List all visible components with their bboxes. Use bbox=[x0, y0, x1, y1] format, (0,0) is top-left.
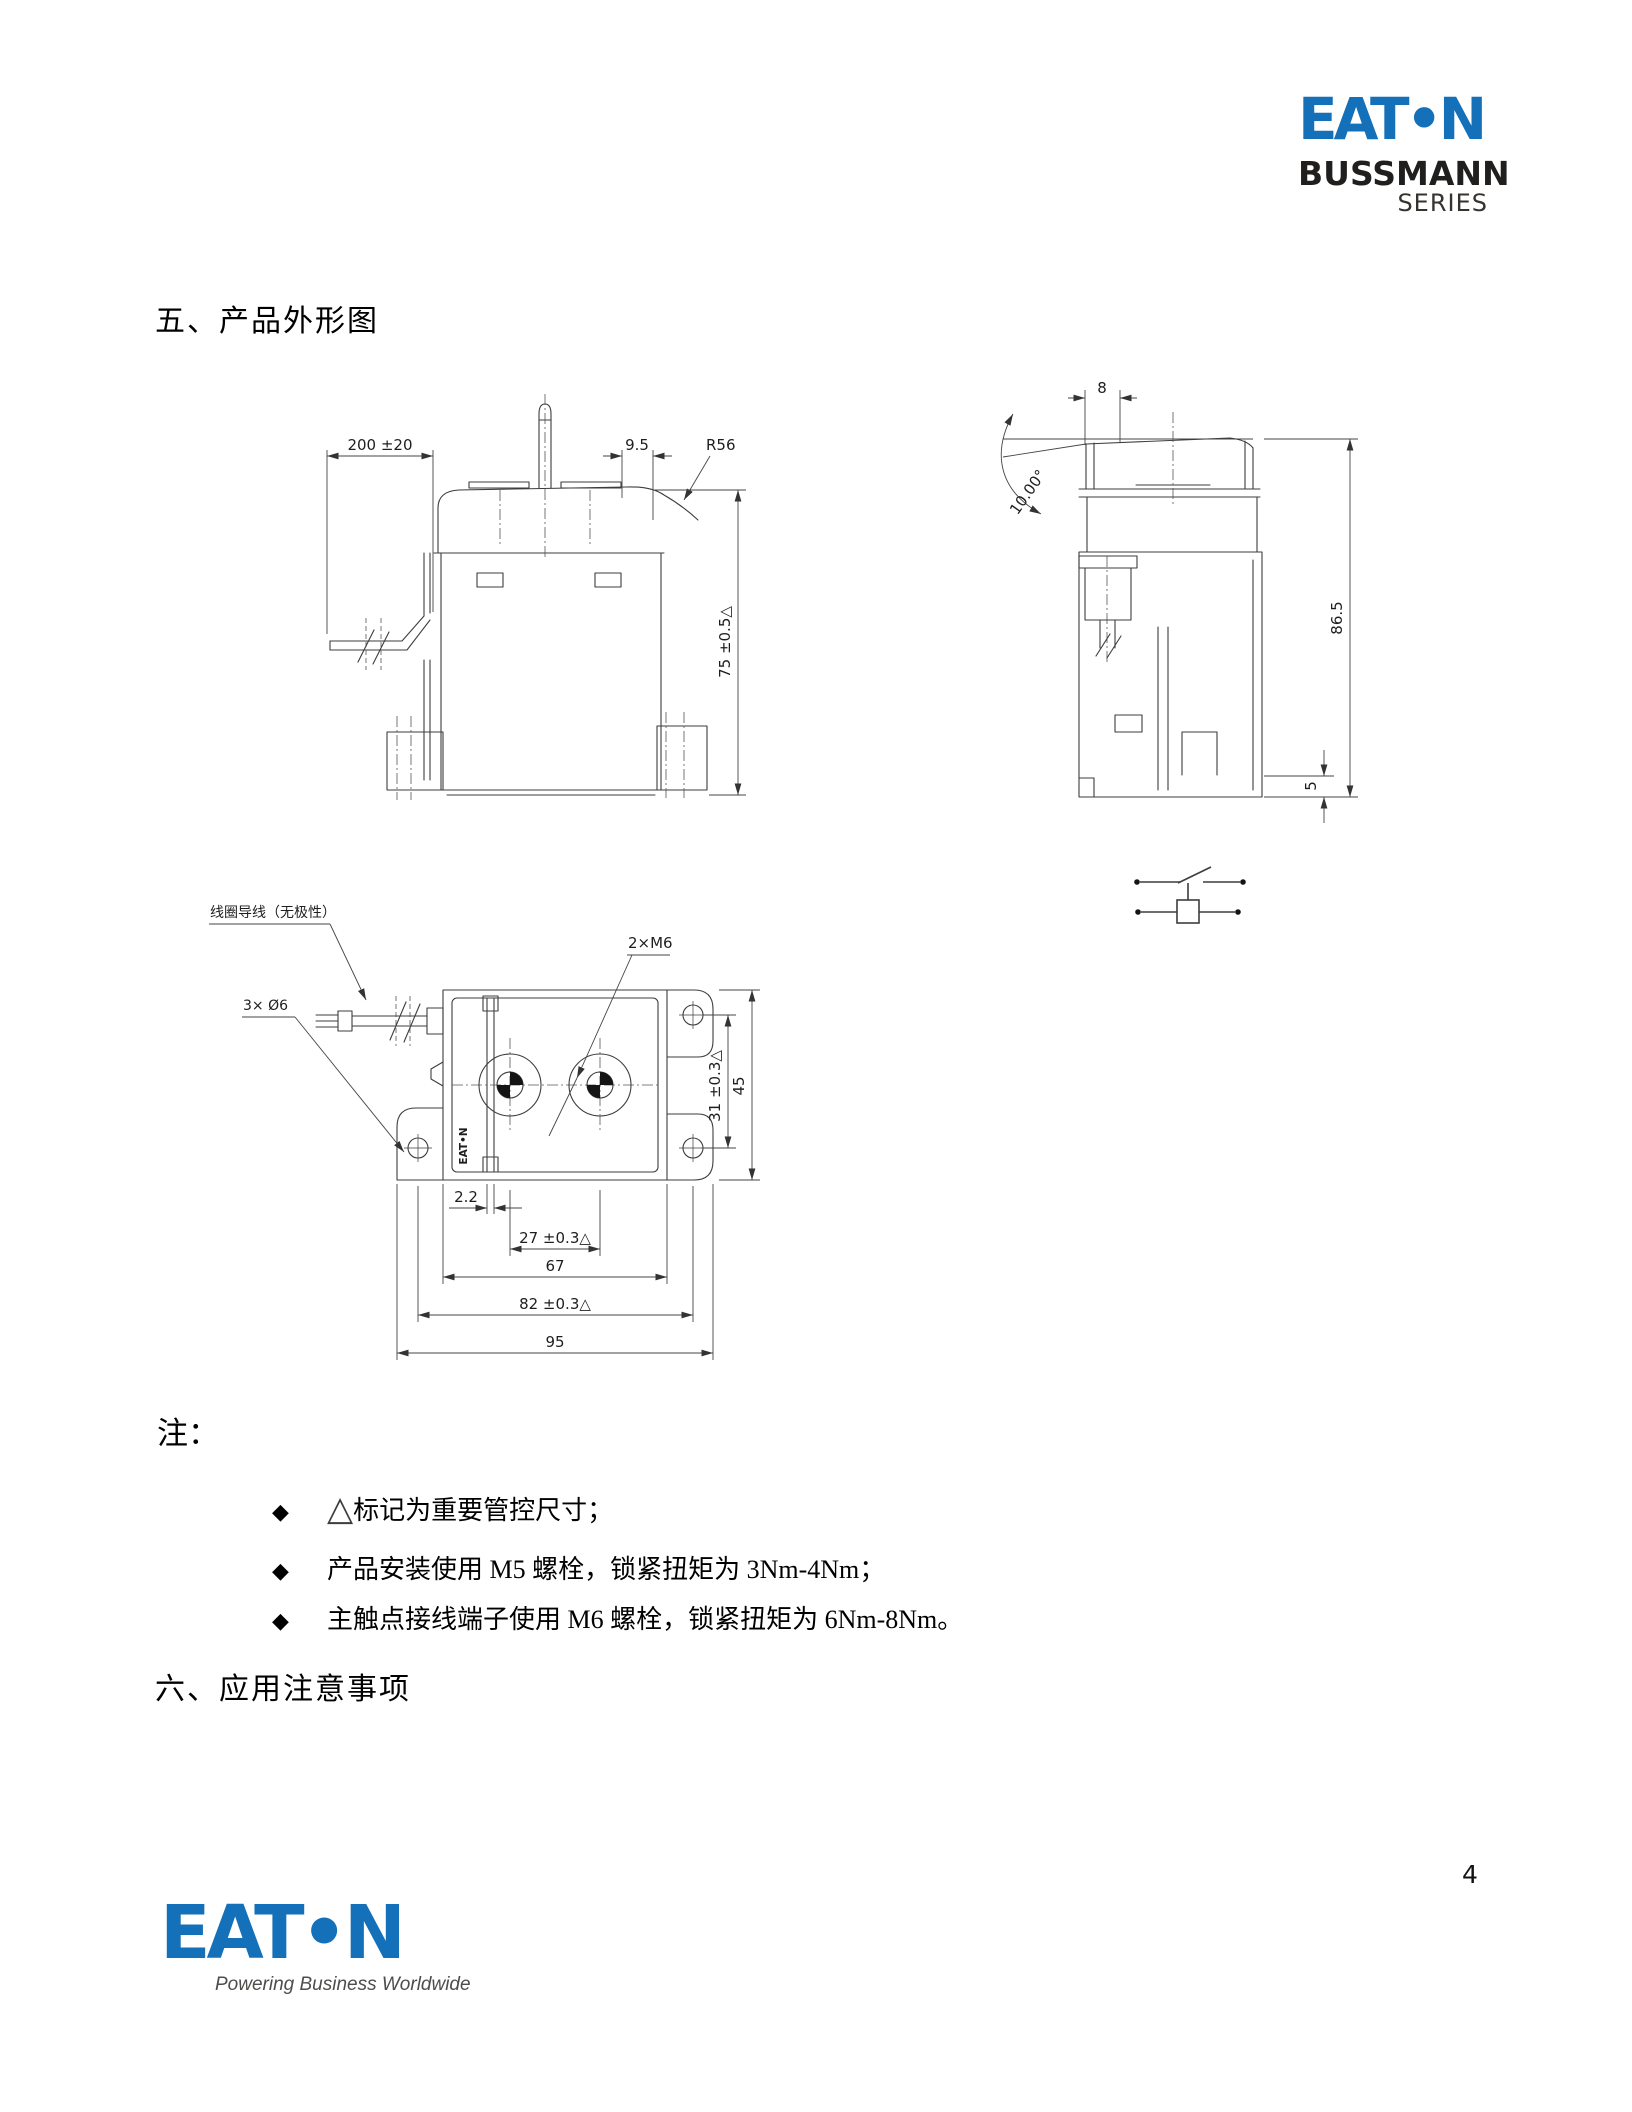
diamond-bullet-icon: ◆ bbox=[272, 1500, 289, 1525]
label-terminals: 2×M6 bbox=[628, 934, 673, 952]
section-5-title: 五、产品外形图 bbox=[155, 305, 379, 338]
dim-base-height: 5 bbox=[1302, 781, 1320, 791]
triangle-mark-icon: △ bbox=[327, 1489, 354, 1529]
eaton-tagline: Powering Business Worldwide bbox=[215, 1974, 471, 1995]
eaton-logo: EAT•N bbox=[1298, 85, 1487, 153]
dim-overall-width: 95 bbox=[545, 1333, 564, 1351]
note-item-1: ◆ △ 标记为重要管控尺寸； bbox=[272, 1490, 613, 1527]
note-text: 标记为重要管控尺寸； bbox=[353, 1496, 614, 1525]
dim-top-gap: 9.5 bbox=[625, 436, 649, 454]
dim-body-width: 67 bbox=[545, 1257, 564, 1275]
dim-lead-length: 200 ±20 bbox=[347, 436, 412, 454]
eaton-logo: EAT•N bbox=[160, 1890, 406, 1976]
series-wordmark: SERIES bbox=[1397, 189, 1488, 217]
note-item-2: ◆ 产品安装使用 M5 螺栓，锁紧扭矩为 3Nm-4Nm； bbox=[272, 1549, 885, 1586]
dim-side-top-width: 8 bbox=[1097, 379, 1107, 397]
note-text: 主触点接线端子使用 M6 螺栓，锁紧扭矩为 6Nm-8Nm。 bbox=[327, 1605, 964, 1634]
dim-side-height: 86.5 bbox=[1328, 601, 1346, 634]
note-text: 产品安装使用 M5 螺栓，锁紧扭矩为 3Nm-4Nm； bbox=[327, 1555, 886, 1584]
dim-radius: R56 bbox=[706, 436, 736, 454]
side-view: 8 10.00° 86.5 5 bbox=[1000, 379, 1358, 823]
bussmann-wordmark: BUSSMANN bbox=[1298, 154, 1510, 193]
front-view: 200 ±20 9.5 R56 75 ±0.5△ bbox=[326, 394, 746, 800]
notes-label: 注： bbox=[157, 1416, 219, 1451]
dim-angle: 10.00° bbox=[1006, 466, 1050, 518]
molded-brand-mark: EAT•N bbox=[458, 1127, 470, 1164]
page-number: 4 bbox=[1462, 1860, 1478, 1889]
diamond-bullet-icon: ◆ bbox=[272, 1559, 289, 1584]
note-item-3: ◆ 主触点接线端子使用 M6 螺栓，锁紧扭矩为 6Nm-8Nm。 bbox=[272, 1599, 963, 1636]
label-holes: 3× Ø6 bbox=[243, 998, 288, 1014]
dim-mount-pitch: 82 ±0.3△ bbox=[519, 1295, 591, 1313]
dim-hole-pitch: 31 ±0.3△ bbox=[706, 1050, 724, 1122]
relay-circuit-symbol bbox=[1134, 866, 1246, 924]
dim-front-height: 75 ±0.5△ bbox=[716, 606, 734, 678]
eaton-bussmann-logo: EAT•N BUSSMANN SERIES bbox=[1298, 85, 1510, 217]
eaton-footer-logo: EAT•N Powering Business Worldwide bbox=[160, 1896, 471, 1996]
section-6-title: 六、应用注意事项 bbox=[155, 1673, 411, 1706]
dim-terminal-pitch: 27 ±0.3△ bbox=[519, 1229, 591, 1247]
dim-divider: 2.2 bbox=[454, 1188, 478, 1206]
diamond-bullet-icon: ◆ bbox=[272, 1609, 289, 1634]
dim-depth: 45 bbox=[730, 1076, 748, 1095]
label-coil-lead: 线圈导线（无极性） bbox=[210, 905, 336, 921]
bottom-view: EAT•N 线圈导线（无极性） 3× Ø6 2×M6 31 ±0.3△ 45 bbox=[209, 905, 760, 1360]
